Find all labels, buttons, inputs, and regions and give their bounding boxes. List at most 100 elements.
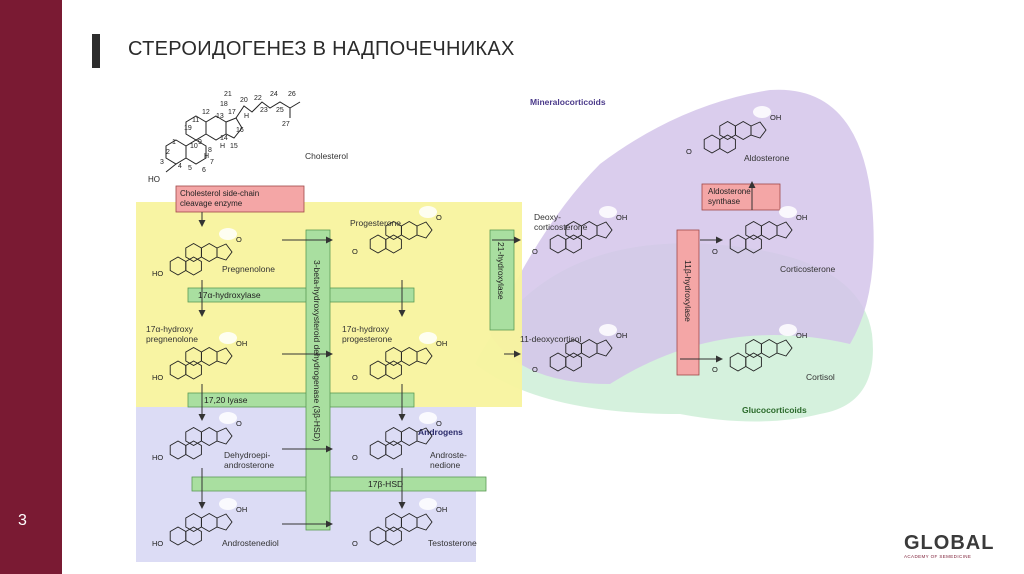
mineralocorticoids-label: Mineralocorticoids [530, 97, 606, 107]
right-substituent: O [236, 419, 242, 428]
testosterone-label: Testosterone [428, 538, 477, 548]
glucocorticoids-label: Glucocorticoids [742, 405, 807, 415]
ring [216, 427, 233, 445]
right-substituent: OH [796, 213, 807, 222]
atom-number-22: 22 [254, 95, 262, 102]
highlight [219, 332, 237, 344]
atom-number-5: 5 [188, 165, 192, 172]
ring [385, 234, 402, 254]
highlight [419, 332, 437, 344]
atom-number-7: 7 [210, 159, 214, 166]
atom-number-19: 19 [184, 125, 192, 132]
right-substituent: O [236, 235, 242, 244]
left-substituent: O [532, 247, 538, 256]
steroidogenesis-diagram: Mineralocorticoids Glucocorticoids Andro… [136, 89, 874, 562]
logo-wordmark: GLOBAL [904, 532, 995, 554]
title-accent-bar [92, 34, 100, 68]
pathway-arrows [198, 181, 756, 528]
atom-number-13: 13 [216, 113, 224, 120]
testosterone-structure: OOH [352, 498, 447, 548]
ring [750, 121, 767, 139]
left-substituent: O [686, 147, 692, 156]
ring [185, 256, 202, 276]
highlight [219, 412, 237, 424]
left-substituent: O [352, 373, 358, 382]
right-substituent: OH [436, 505, 447, 514]
ring [719, 134, 736, 154]
atom-number-25: 25 [276, 107, 284, 114]
highlight [419, 206, 437, 218]
deoxycorticosterone-label: Deoxy-corticosterone [534, 212, 588, 232]
right-substituent: OH [616, 331, 627, 340]
cholesterol-label: Cholesterol [305, 151, 348, 161]
cholesterol-molecule [165, 101, 301, 173]
dhea-structure: HOO [152, 412, 242, 462]
scc-enzyme-box [175, 185, 305, 213]
hsd3-box [305, 229, 331, 531]
left-substituent: O [352, 453, 358, 462]
hydroxylase17-box [187, 287, 415, 303]
pregnenolone-structure: HOO [152, 228, 242, 278]
ring [185, 360, 202, 380]
hsd3-label: 3-beta-hydroxysteroid dehydrogenase (3β-… [312, 260, 322, 442]
aldosterone-label: Aldosterone [744, 153, 790, 163]
atom-number-27: 27 [282, 121, 290, 128]
atom-number-21: 21 [224, 91, 232, 98]
ring [596, 221, 613, 239]
slide-number: 3 [18, 512, 27, 529]
ring [416, 427, 433, 445]
hsd17-label: 17β-HSD [368, 479, 403, 489]
hydrogen-label: H [204, 153, 209, 160]
ohpreg-line: pregnenolone [146, 334, 198, 344]
ohpreg-line: 17α-hydroxy [146, 324, 194, 334]
left-substituent: O [532, 365, 538, 374]
androstenediol-label: Androstenediol [222, 538, 279, 548]
progesterone-structure: OO [352, 206, 442, 256]
global-logo: GLOBAL ACADEMY OF SEMEDICINE [904, 532, 996, 568]
sidebar-band [0, 0, 62, 574]
cortisol-structure: OOH [712, 324, 807, 374]
deoxycortisol-label: 11-deoxycortisol [520, 334, 581, 344]
aldo-line: synthase [708, 197, 741, 206]
highlight [599, 324, 617, 336]
highlight [219, 498, 237, 510]
ring [385, 440, 402, 460]
atom-number-17: 17 [228, 109, 236, 116]
ring [565, 352, 582, 372]
ring [216, 347, 233, 365]
atom-number-20: 20 [240, 97, 248, 104]
progesterone-label: Progesterone [350, 218, 401, 228]
slide-title: СТЕРОИДОГЕНЕЗ В НАДПОЧЕЧНИКАХ [128, 38, 515, 60]
ring [745, 352, 762, 372]
andro-line: nedione [430, 460, 461, 470]
hsd17-box [191, 476, 487, 492]
atom-number-15: 15 [230, 143, 238, 150]
atom-number-9: 9 [198, 139, 202, 146]
ring [416, 513, 433, 531]
ring [416, 221, 433, 239]
right-substituent: OH [796, 331, 807, 340]
ring [565, 234, 582, 254]
highlight [219, 228, 237, 240]
atom-number-3: 3 [160, 159, 164, 166]
left-substituent: HO [152, 539, 163, 548]
aldosterone-synthase-box [701, 183, 781, 211]
right-substituent: O [436, 213, 442, 222]
ring [185, 526, 202, 546]
androstenedione-label: Androste-nedione [430, 450, 467, 470]
atom-number-11: 11 [192, 117, 199, 124]
androstenedione-structure: OO [352, 412, 442, 462]
highlight [419, 498, 437, 510]
atom-number-8: 8 [208, 147, 212, 154]
hydroxylase21-box [489, 229, 515, 331]
scc-line: Cholesterol side-chain [180, 189, 259, 198]
hydrogen-label: H [220, 143, 225, 150]
atom-number-4: 4 [178, 163, 182, 170]
hydroxylase11-box [676, 229, 700, 376]
ring [776, 339, 793, 357]
